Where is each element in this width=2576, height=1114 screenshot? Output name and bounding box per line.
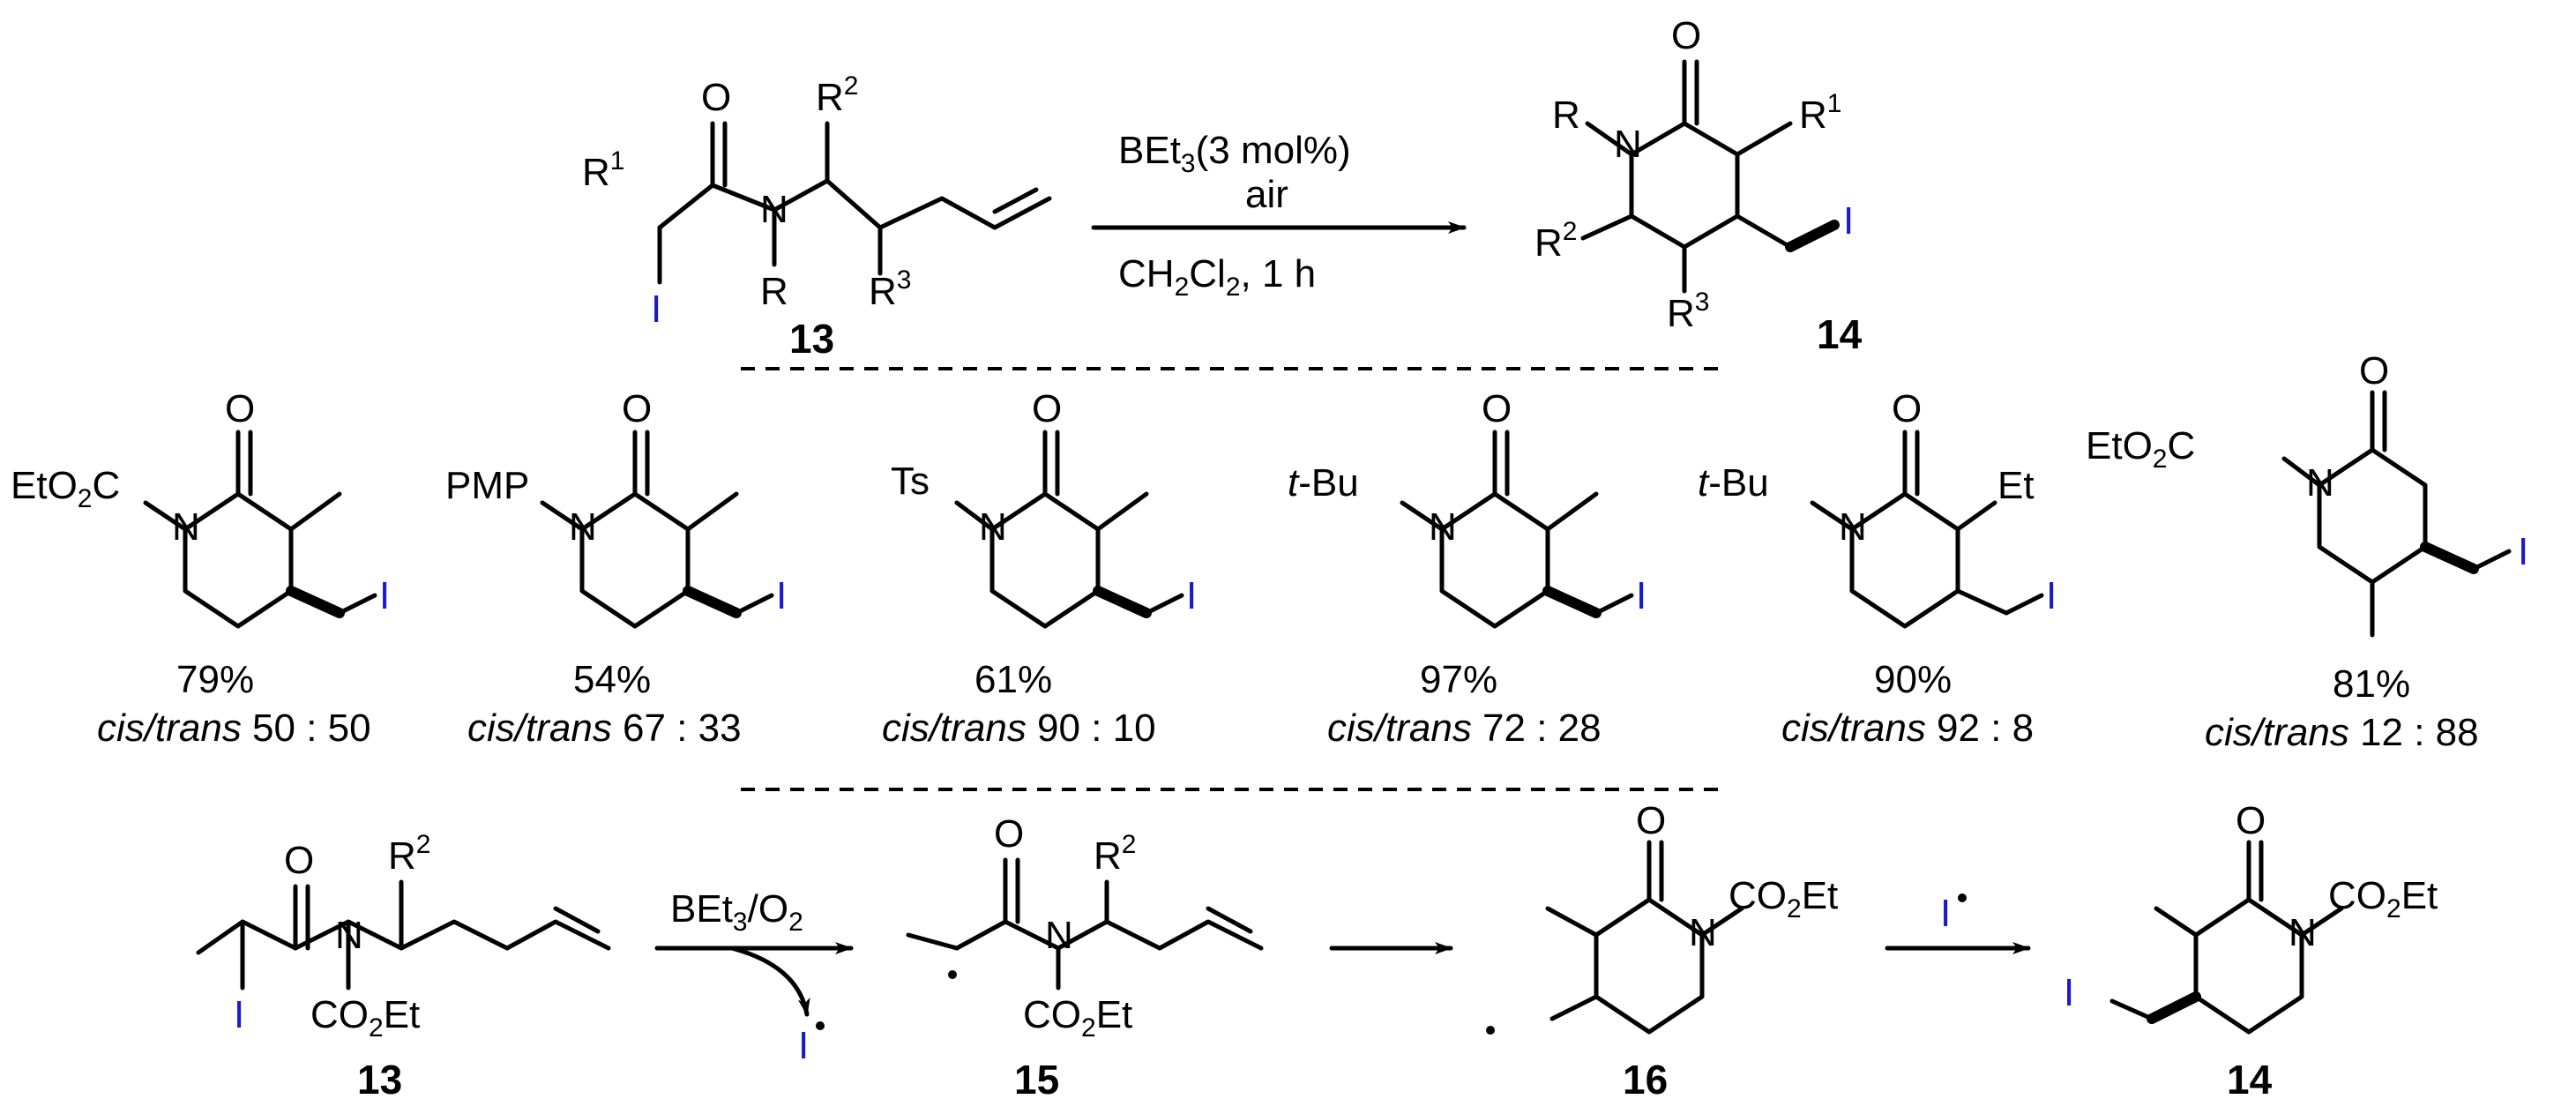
mech14-oxygen: O: [2236, 799, 2266, 842]
ex6-dr: cis/trans 12 : 88: [2205, 711, 2479, 754]
radical-15-dot: [948, 970, 957, 979]
ex6-ester: EtO2C: [2086, 424, 2195, 474]
product-r3-label: R3: [1667, 288, 1709, 335]
ex1-iodine: I: [379, 574, 390, 617]
ex3-yield: 61%: [974, 658, 1052, 701]
mech-compound-13: 13: [357, 1057, 402, 1103]
product-r-label: R: [1552, 93, 1580, 137]
ex3-iodine: I: [1186, 574, 1197, 617]
iodine-radical-dot: [816, 1021, 825, 1030]
mech-arrow-initiation: BEt3/O2 I: [654, 887, 854, 1067]
radical-16: O N CO2Et 16: [1486, 799, 1838, 1103]
mech14-iodine: I: [2064, 971, 2074, 1014]
example-6: O EtO2C N I 81% cis/trans 12 : 88: [2086, 349, 2528, 754]
ex2-dr: cis/trans 67 : 33: [467, 707, 742, 750]
mech13-ester: CO2Et: [310, 993, 420, 1043]
ex5-dr: cis/trans 92 : 8: [1781, 707, 2034, 750]
initiator-label: BEt3/O2: [670, 887, 803, 937]
product-r1-label: R1: [1799, 89, 1841, 137]
ex1-yield: 79%: [176, 658, 254, 701]
ex4-yield: 97%: [1420, 658, 1497, 701]
ex1-dr: cis/trans 50 : 50: [97, 707, 371, 750]
mech-product-14: O N CO2Et I 14: [2064, 799, 2438, 1103]
rad16-ester: CO2Et: [1729, 874, 1838, 923]
ex4-tbu: t-Bu: [1288, 461, 1359, 505]
example-3: O Ts N I 61% cis/trans 90 : 10: [882, 387, 1197, 750]
rad15-r2: R2: [1094, 830, 1136, 878]
r-label: R: [760, 270, 788, 313]
ex5-oxygen: O: [1892, 387, 1922, 430]
product-oxygen-label: O: [1671, 14, 1701, 57]
rad15-ester: CO2Et: [1023, 993, 1132, 1043]
ex2-pmp: PMP: [445, 464, 529, 507]
ex4-iodine: I: [1636, 574, 1646, 617]
ex6-nitrogen: N: [2306, 461, 2334, 505]
iodine-radical-label: I: [798, 1024, 809, 1067]
ex2-yield: 54%: [573, 658, 651, 701]
compound-number-14: 14: [1817, 311, 1863, 357]
ex4-nitrogen: N: [1429, 505, 1457, 549]
product-r2-label: R2: [1534, 217, 1577, 265]
ex1-oxygen: O: [225, 387, 255, 430]
example-2: O PMP N I 54% cis/trans 67 : 33: [445, 387, 787, 750]
mech14-nitrogen: N: [2289, 911, 2317, 954]
mech-compound-14: 14: [2227, 1057, 2273, 1103]
ex2-iodine: I: [776, 574, 787, 617]
r1-label: R1: [582, 146, 624, 194]
ex6-oxygen: O: [2359, 349, 2389, 393]
ex1-ester: EtO2C: [11, 464, 120, 513]
ex5-tbu: t-Bu: [1698, 461, 1769, 505]
ex5-iodine: I: [2046, 574, 2057, 617]
example-5: O t-Bu N Et I 90% cis/trans 92 : 8: [1698, 387, 2057, 750]
mech-substrate-13: O N R2 I CO2Et 13: [196, 830, 611, 1103]
mech-compound-15: 15: [1014, 1057, 1059, 1103]
ex3-dr: cis/trans 90 : 10: [882, 707, 1156, 750]
iodine-transfer-label: I: [1940, 892, 1951, 935]
example-4: O t-Bu N I 97% cis/trans 72 : 28: [1288, 387, 1646, 750]
ex6-yield: 81%: [2333, 662, 2410, 706]
rad15-oxygen: O: [994, 812, 1024, 856]
reagent-label: BEt3(3 mol%): [1118, 129, 1351, 178]
mech13-nitrogen: N: [335, 914, 363, 957]
oxygen-label: O: [701, 76, 731, 119]
rad16-oxygen: O: [1636, 799, 1666, 842]
substrate-13: R1 O N R2 I R R3 13: [582, 71, 1052, 362]
ex5-yield: 90%: [1874, 658, 1952, 701]
solvent-label: CH2Cl2, 1 h: [1118, 252, 1316, 302]
mech13-oxygen: O: [284, 839, 314, 882]
rad16-nitrogen: N: [1689, 911, 1717, 954]
ex3-nitrogen: N: [979, 505, 1007, 549]
ex2-oxygen: O: [622, 387, 652, 430]
iodine-label: I: [651, 288, 661, 331]
mech-compound-16: 16: [1623, 1057, 1668, 1103]
product-14: O R N R1 R2 R3 I 14: [1534, 14, 1863, 357]
radical-15: O N R2 CO2Et 15: [906, 812, 1264, 1103]
nitrogen-label: N: [760, 188, 788, 231]
ex6-iodine: I: [2518, 530, 2528, 573]
product-iodine-label: I: [1843, 199, 1854, 243]
ex4-oxygen: O: [1482, 387, 1512, 430]
example-1: O EtO2C N I 79% cis/trans 50 : 50: [11, 387, 390, 750]
mech13-r2: R2: [388, 830, 430, 878]
mech13-iodine: I: [234, 993, 244, 1036]
ex3-ts: Ts: [891, 460, 930, 503]
ex3-oxygen: O: [1032, 387, 1062, 430]
ex5-nitrogen: N: [1839, 505, 1867, 549]
ex1-nitrogen: N: [172, 505, 200, 549]
ex2-nitrogen: N: [569, 505, 597, 549]
ex4-dr: cis/trans 72 : 28: [1327, 707, 1602, 750]
r3-label: R3: [869, 265, 911, 313]
reaction-arrow-main: BEt3(3 mol%) air CH2Cl2, 1 h: [1091, 129, 1467, 302]
atmosphere-label: air: [1245, 173, 1288, 216]
mech-arrow-iodine-transfer: I: [1885, 892, 2031, 954]
product-nitrogen-label: N: [1614, 123, 1642, 166]
rad15-nitrogen: N: [1045, 914, 1073, 957]
radical-16-dot: [1486, 1026, 1495, 1035]
mech14-ester: CO2Et: [2328, 874, 2438, 923]
ex5-ethyl: Et: [1997, 464, 2035, 507]
iodine-transfer-dot: [1958, 893, 1967, 902]
r2-label: R2: [816, 71, 858, 119]
compound-number-13: 13: [789, 316, 834, 362]
